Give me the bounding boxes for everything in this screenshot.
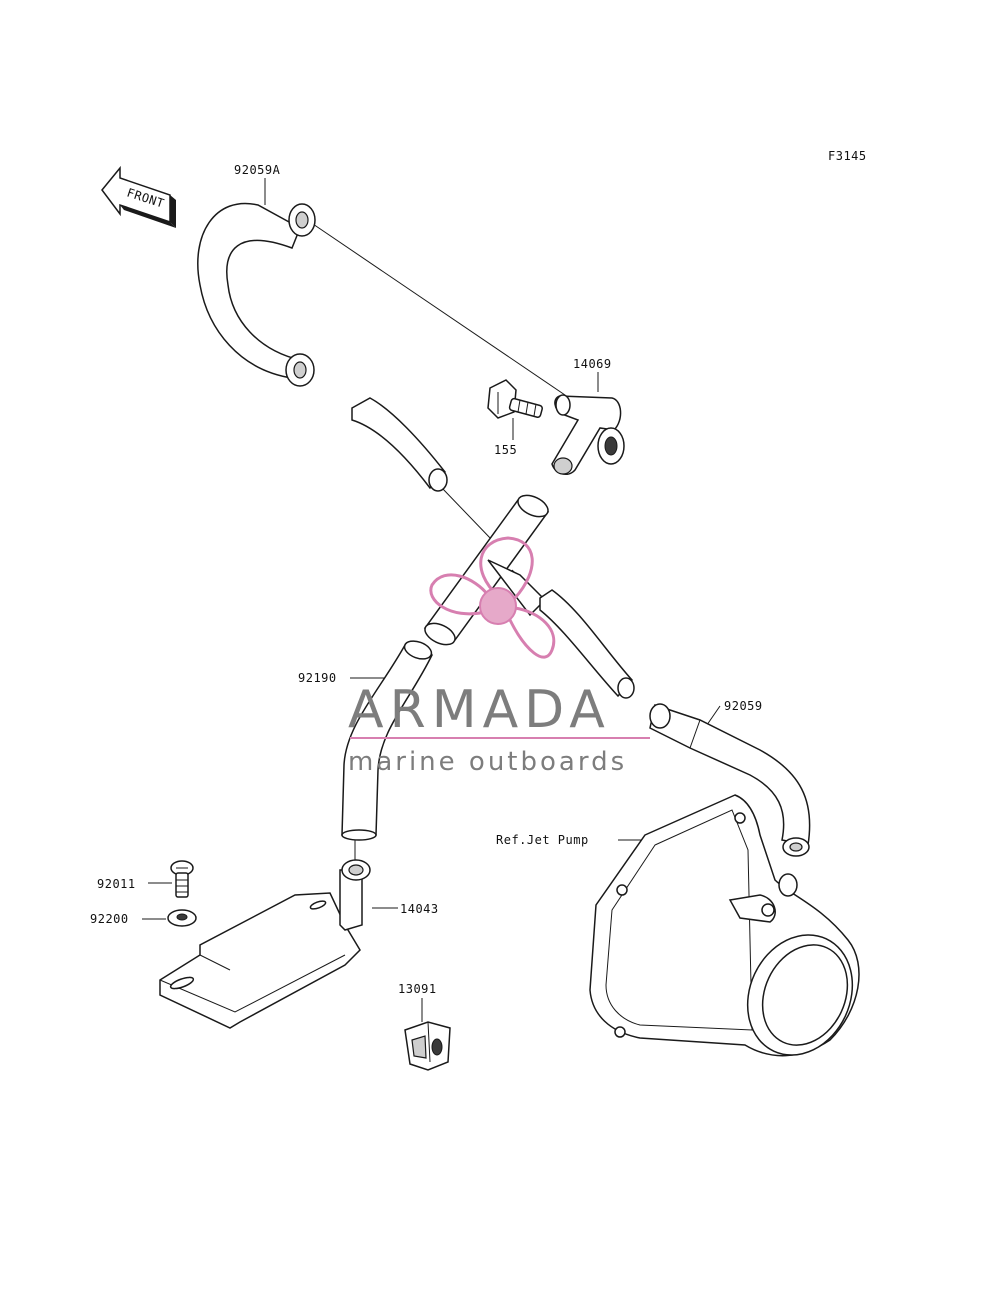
- hose-small-upper: [351, 397, 448, 492]
- clamp-13091: [404, 1021, 451, 1071]
- label-14043: 14043: [400, 902, 439, 916]
- label-14069: 14069: [573, 357, 612, 371]
- fitting-155: [487, 379, 543, 419]
- hose-92059a: [197, 202, 316, 387]
- label-155: 155: [494, 443, 517, 457]
- watermark: ARMADA marine outboards: [348, 536, 650, 777]
- hose-92190: [341, 640, 434, 841]
- part-labels: 92059A 14069 155 92190 92059 Ref.Jet Pum…: [90, 163, 763, 996]
- front-arrow-icon: FRONT: [101, 165, 176, 228]
- hose-middle: [539, 589, 635, 699]
- bracket-14043: [159, 859, 371, 1029]
- label-92059a: 92059A: [234, 163, 281, 177]
- hose-92059: [649, 703, 811, 857]
- label-13091: 13091: [398, 982, 437, 996]
- diagram-code: F3145: [828, 149, 867, 163]
- fitting-14069: [551, 394, 625, 475]
- t-joint: [423, 494, 550, 646]
- label-92059: 92059: [724, 699, 763, 713]
- jet-pump: [589, 794, 860, 1057]
- watermark-brand: ARMADA: [348, 680, 611, 740]
- label-92011: 92011: [97, 877, 136, 891]
- washer-92200: [167, 909, 197, 927]
- watermark-tagline: marine outboards: [348, 747, 627, 777]
- label-ref-jet-pump: Ref.Jet Pump: [496, 833, 589, 847]
- label-92190: 92190: [298, 671, 337, 685]
- label-92200: 92200: [90, 912, 129, 926]
- propeller-logo-icon: [429, 536, 556, 659]
- bolt-92011: [170, 860, 194, 898]
